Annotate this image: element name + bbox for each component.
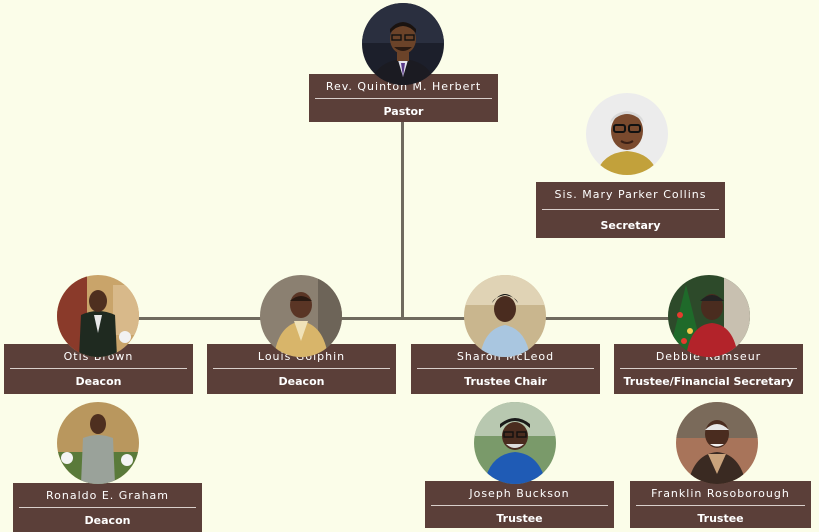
secretary-photo xyxy=(586,93,668,175)
debbie-ramseur-photo xyxy=(668,275,750,357)
sharon-mcleod-photo xyxy=(464,275,546,357)
ronaldo-graham-role: Deacon xyxy=(84,514,131,527)
secretary-name: Sis. Mary Parker Collins xyxy=(554,188,707,201)
otis-brown-divider xyxy=(10,368,187,369)
secretary-role: Secretary xyxy=(600,219,661,232)
franklin-rosoborough-divider xyxy=(636,505,805,506)
louis-golphin-photo xyxy=(260,275,342,357)
pastor-divider xyxy=(315,98,492,99)
ronaldo-graham-name: Ronaldo E. Graham xyxy=(45,489,169,502)
pastor-photo xyxy=(362,3,444,85)
ronaldo-graham-photo xyxy=(57,402,139,484)
joseph-buckson-role: Trustee xyxy=(496,512,543,525)
secretary-card: Sis. Mary Parker Collins Secretary xyxy=(536,182,725,238)
debbie-ramseur-role: Trustee/Financial Secretary xyxy=(623,375,794,388)
otis-brown-photo xyxy=(57,275,139,357)
secretary-divider xyxy=(542,209,719,210)
sharon-mcleod-divider xyxy=(417,368,594,369)
connector-pastor-vertical xyxy=(401,122,404,320)
joseph-buckson-name: Joseph Buckson xyxy=(469,487,570,500)
franklin-rosoborough-photo xyxy=(676,402,758,484)
otis-brown-role: Deacon xyxy=(75,375,122,388)
debbie-ramseur-card: Debbie Ramseur Trustee/Financial Secreta… xyxy=(614,344,803,394)
connector-horizontal xyxy=(98,317,710,320)
ronaldo-graham-divider xyxy=(19,507,196,508)
sharon-mcleod-role: Trustee Chair xyxy=(464,375,547,388)
joseph-buckson-card: Joseph Buckson Trustee xyxy=(425,481,614,528)
debbie-ramseur-divider xyxy=(620,368,797,369)
louis-golphin-role: Deacon xyxy=(278,375,325,388)
franklin-rosoborough-card: Franklin Rosoborough Trustee xyxy=(630,481,811,528)
ronaldo-graham-card: Ronaldo E. Graham Deacon xyxy=(13,483,202,532)
joseph-buckson-photo xyxy=(474,402,556,484)
joseph-buckson-divider xyxy=(431,505,608,506)
louis-golphin-divider xyxy=(213,368,390,369)
franklin-rosoborough-role: Trustee xyxy=(697,512,744,525)
pastor-name: Rev. Quinton M. Herbert xyxy=(325,80,482,93)
franklin-rosoborough-name: Franklin Rosoborough xyxy=(651,487,790,500)
pastor-role: Pastor xyxy=(383,105,424,118)
